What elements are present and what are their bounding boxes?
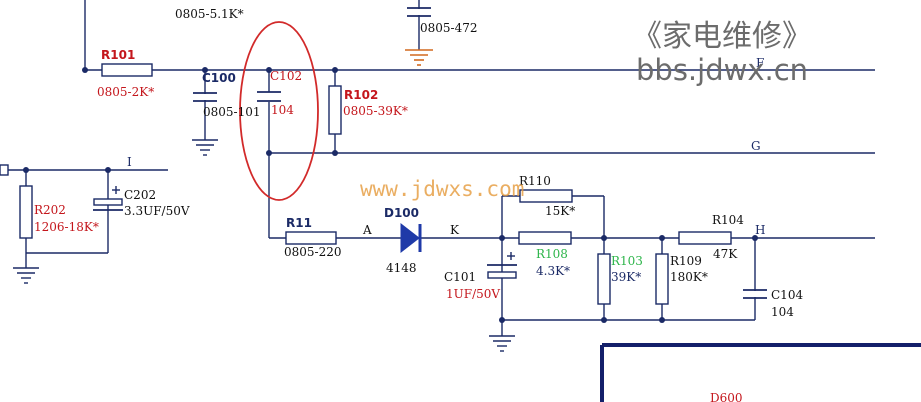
- resistor-r110: [519, 189, 573, 203]
- c100-designator: C100: [202, 71, 236, 85]
- d100-pin-a: A: [362, 223, 372, 237]
- r104-designator: R104: [712, 213, 744, 227]
- r213-value: 0805-5.1K*: [175, 7, 244, 21]
- r11-designator: R11: [286, 216, 312, 230]
- r103-value: 39K*: [611, 270, 641, 284]
- resistor-r202: [19, 185, 33, 239]
- connector-stub: [0, 164, 9, 176]
- r102-designator: R102: [344, 88, 378, 102]
- site-watermark: www.jdwxs.com: [360, 177, 524, 201]
- resistor-r11: [285, 231, 337, 245]
- capacitor-c472: [407, 7, 431, 17]
- c202-value: 3.3UF/50V: [124, 204, 190, 218]
- r101-designator: R101: [101, 48, 135, 62]
- c101-value: 1UF/50V: [446, 287, 500, 301]
- r11-value: 0805-220: [284, 245, 342, 259]
- c104-designator: C104: [771, 288, 803, 302]
- junction-dots: [23, 67, 758, 323]
- ground-symbol-r202: [13, 267, 39, 284]
- d100-pin-k: K: [450, 223, 460, 237]
- highlight-circle: [239, 21, 319, 201]
- r110-value: 15K*: [545, 204, 575, 218]
- d600-partial-label: D600: [710, 391, 743, 402]
- resistor-r101: [101, 63, 153, 77]
- c102-designator: C102: [270, 69, 302, 83]
- net-label-i: I: [127, 155, 132, 169]
- r108-designator: R108: [536, 247, 568, 261]
- capacitor-c102: [257, 91, 281, 102]
- c101-designator: C101: [444, 270, 476, 284]
- c100-value: 0805-101: [203, 105, 261, 119]
- ground-symbol-c100: [192, 139, 218, 156]
- d100-value: 4148: [386, 261, 417, 275]
- capacitor-c101: [487, 252, 517, 279]
- resistor-r103: [597, 253, 611, 305]
- c102-value: 104: [271, 103, 294, 117]
- c472-value: 0805-472: [420, 21, 478, 35]
- r101-value: 0805-2K*: [97, 85, 154, 99]
- c104-value: 104: [771, 305, 794, 319]
- capacitor-c104: [743, 289, 767, 299]
- ground-symbol-c472: [405, 49, 433, 66]
- resistor-r108: [518, 231, 572, 245]
- diode-d100: [400, 222, 422, 254]
- r202-value: 1206-18K*: [34, 220, 99, 234]
- d100-designator: D100: [384, 206, 419, 220]
- r109-value: 180K*: [670, 270, 708, 284]
- net-label-h: H: [755, 223, 765, 237]
- net-label-f: F: [756, 56, 764, 70]
- r108-value: 4.3K*: [536, 264, 570, 278]
- resistor-r104: [678, 231, 732, 245]
- r102-value: 0805-39K*: [343, 104, 408, 118]
- resistor-r102: [328, 85, 342, 135]
- forum-url-watermark: bbs.jdwx.cn: [636, 53, 808, 87]
- r103-designator: R103: [611, 254, 643, 268]
- resistor-r109: [655, 253, 669, 305]
- r110-designator: R110: [519, 174, 551, 188]
- net-label-g: G: [751, 139, 761, 153]
- r104-value: 47K: [713, 247, 738, 261]
- capacitor-c202: [93, 186, 123, 211]
- r202-designator: R202: [34, 203, 66, 217]
- ground-symbol-c101: [489, 335, 515, 352]
- forum-name-watermark: 《家电维修》: [632, 19, 812, 54]
- c202-designator: C202: [124, 188, 156, 202]
- r109-designator: R109: [670, 254, 702, 268]
- capacitor-c100: [193, 92, 217, 102]
